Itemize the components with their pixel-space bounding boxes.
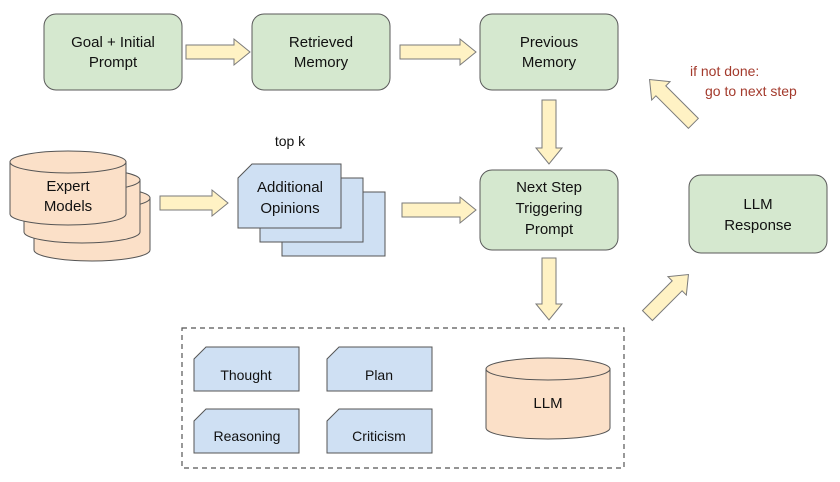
retrieved-memory-node: Retrieved Memory <box>251 13 391 91</box>
opinions-line2: Opinions <box>260 200 319 217</box>
arrow-expert-to-opinions <box>159 188 229 218</box>
arrow-goal-to-retrieved <box>185 37 251 67</box>
next-step-line2: Triggering <box>516 200 583 217</box>
top-k-label: top k <box>275 133 306 149</box>
expert-line1: Expert <box>46 178 90 195</box>
next-step-line1: Next Step <box>516 179 582 196</box>
llm-label: LLM <box>533 395 562 412</box>
retrieved-line2: Memory <box>294 54 349 71</box>
arrow-retrieved-to-previous <box>399 37 477 67</box>
arrow-opinions-to-nextstep <box>401 195 477 225</box>
criticism-label: Criticism <box>352 428 406 444</box>
llm-response-node: LLM Response <box>688 174 828 254</box>
llm-cylinder: LLM <box>485 357 611 440</box>
criticism-card: Criticism <box>326 408 433 454</box>
expert-line2: Models <box>44 198 92 215</box>
loop-note-line2: go to next step <box>705 83 797 99</box>
thought-card: Thought <box>193 346 300 392</box>
reasoning-card: Reasoning <box>193 408 300 454</box>
previous-line1: Previous <box>520 34 578 51</box>
llm-response-line1: LLM <box>743 196 772 213</box>
plan-card: Plan <box>326 346 433 392</box>
next-step-node: Next Step Triggering Prompt <box>479 169 619 251</box>
previous-memory-node: Previous Memory <box>479 13 619 91</box>
arrow-response-to-previous <box>648 78 700 130</box>
plan-label: Plan <box>365 367 393 383</box>
next-step-line3: Prompt <box>525 221 574 238</box>
llm-output-block: Thought Plan Reasoning Criticism LLM <box>181 327 625 469</box>
arrow-nextstep-to-llm-block <box>534 257 564 321</box>
goal-node: Goal + Initial Prompt <box>43 13 183 91</box>
thought-label: Thought <box>220 367 271 383</box>
opinions-line1: Additional <box>257 179 323 196</box>
expert-models-node: Expert Models <box>9 150 151 262</box>
reasoning-label: Reasoning <box>214 428 281 444</box>
goal-line1: Goal + Initial <box>71 34 155 51</box>
additional-opinions-node: Additional Opinions <box>237 163 386 257</box>
goal-line2: Prompt <box>89 54 138 71</box>
arrow-llm-block-to-response <box>641 273 690 322</box>
arrow-previous-to-nextstep <box>534 99 564 165</box>
retrieved-line1: Retrieved <box>289 34 353 51</box>
loop-note-line1: if not done: <box>690 63 759 79</box>
previous-line2: Memory <box>522 54 577 71</box>
llm-response-line2: Response <box>724 217 792 234</box>
